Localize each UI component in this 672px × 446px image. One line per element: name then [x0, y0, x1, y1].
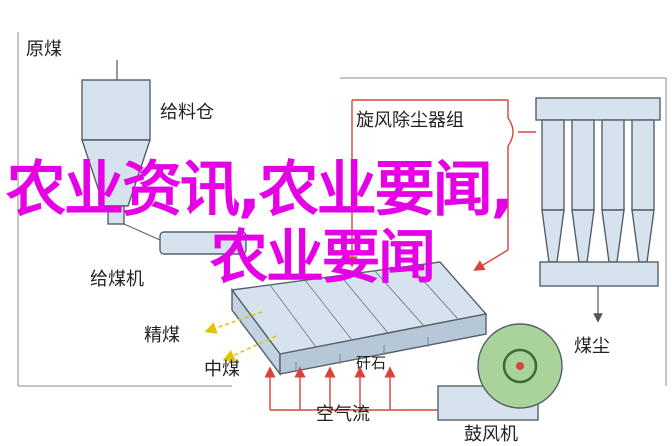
- label-raw-coal: 原煤: [26, 39, 62, 60]
- separating-bed: [230, 261, 488, 377]
- label-feed-bin: 给料仓: [160, 102, 214, 123]
- cyclone-collectors: [507, 97, 661, 287]
- air-flow-lines: [264, 99, 509, 411]
- label-cyclone: 旋风除尘器组: [356, 110, 464, 131]
- label-gangue: 矸石: [356, 354, 386, 372]
- overlay-headline: 农业资讯,农业要闻,: [6, 155, 514, 225]
- label-coal-dust: 煤尘: [574, 336, 610, 357]
- diagram-frame: [17, 32, 667, 387]
- label-clean-coal: 精煤: [144, 325, 180, 346]
- blower: [437, 323, 563, 421]
- label-air-flow: 空气流: [316, 404, 370, 425]
- coal-feeder: [123, 223, 247, 255]
- label-feeder: 给煤机: [90, 269, 144, 290]
- overlay-subheadline: 农业要闻: [210, 223, 436, 291]
- label-blower: 鼓风机: [464, 424, 518, 445]
- feed-bin: [81, 79, 151, 225]
- label-middling: 中煤: [204, 359, 240, 380]
- discharge-arrows: [204, 311, 277, 361]
